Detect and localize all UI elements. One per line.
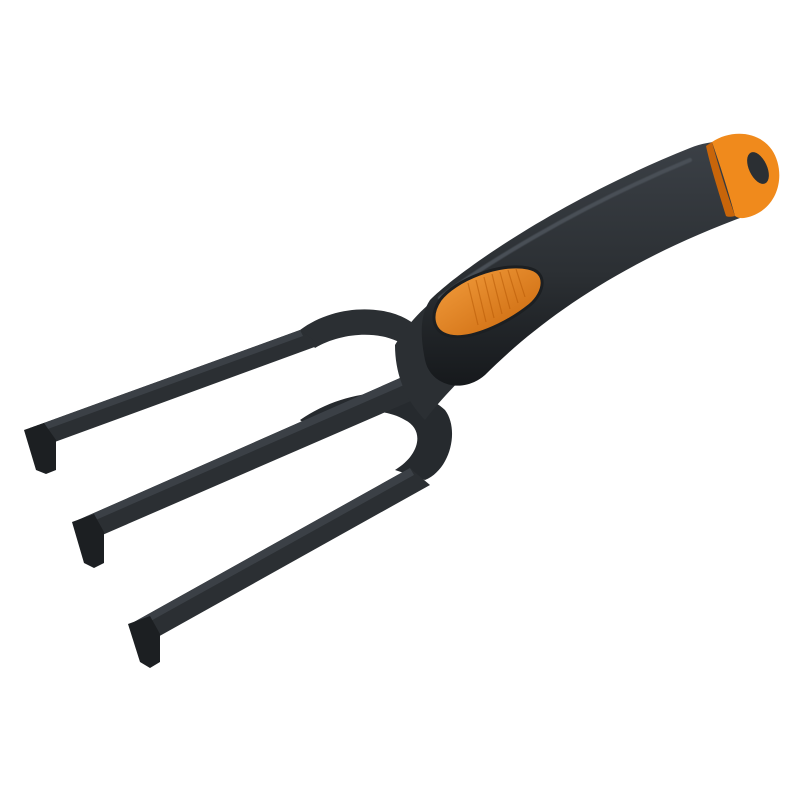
tine-top [24, 330, 320, 474]
end-cap [706, 133, 780, 219]
tine-bottom [128, 468, 430, 668]
hanging-hole-icon [747, 152, 769, 184]
tine-middle [72, 378, 418, 568]
thumb-grip [432, 265, 544, 339]
